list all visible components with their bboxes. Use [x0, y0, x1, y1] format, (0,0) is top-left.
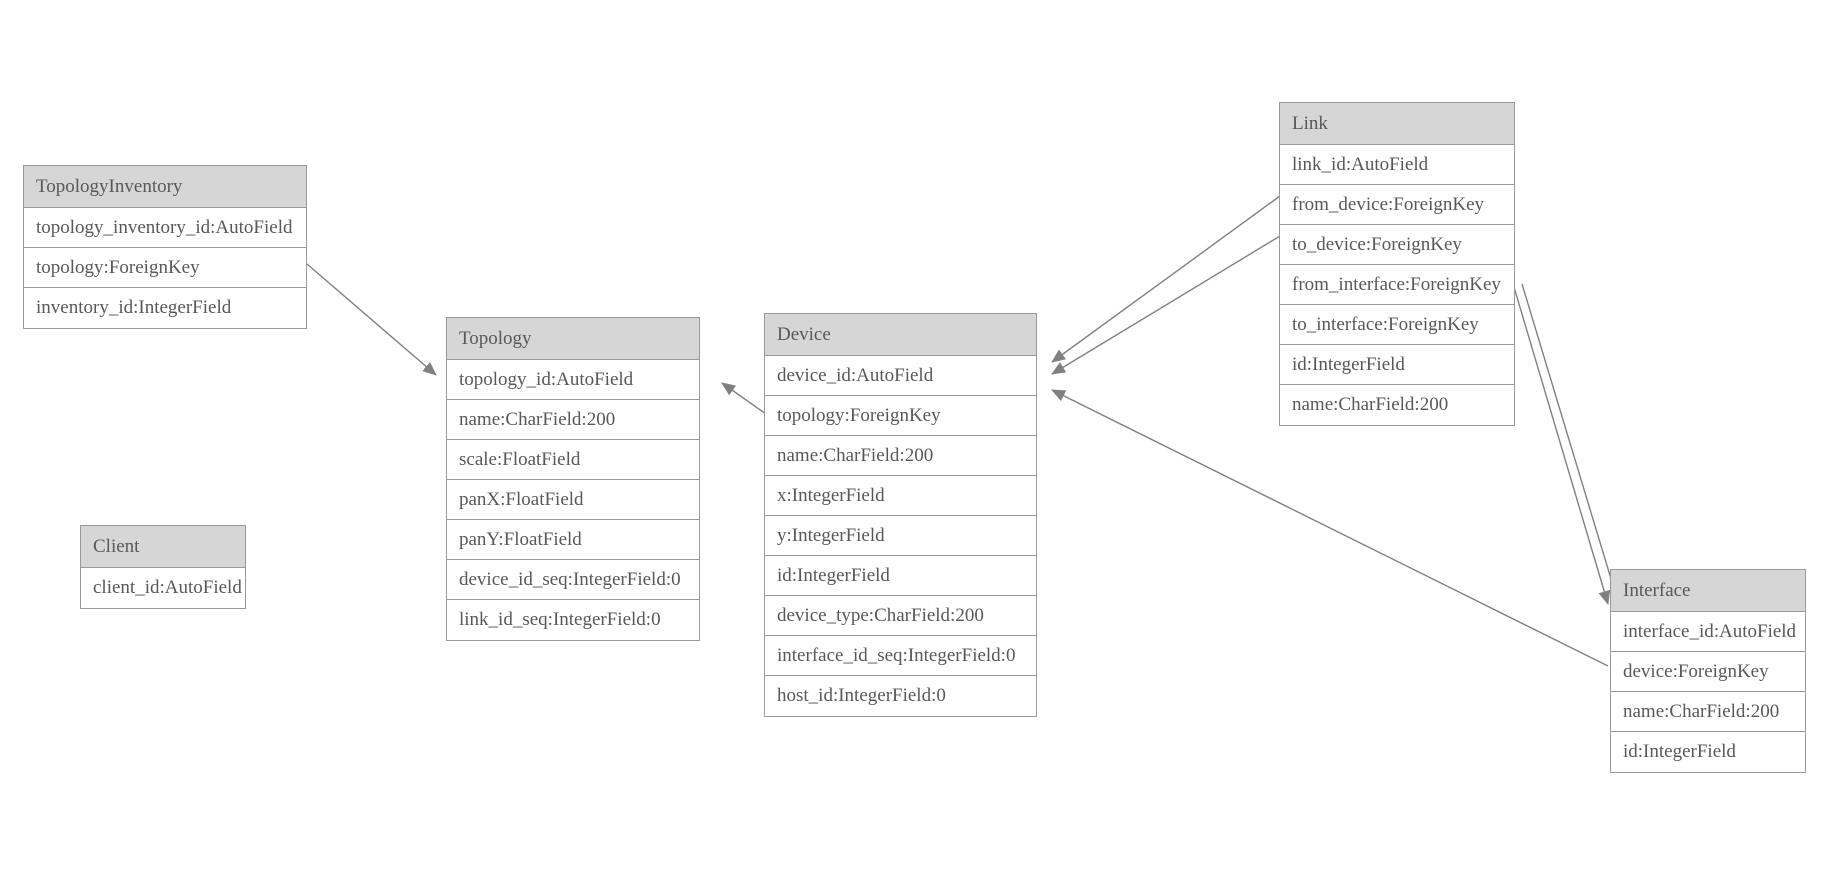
entity-title-topology_inventory: TopologyInventory — [24, 166, 306, 208]
entity-field-row: interface_id_seq:IntegerField:0 — [765, 636, 1036, 676]
entity-field-row: client_id:AutoField — [81, 568, 245, 608]
entity-field-row: topology_id:AutoField — [447, 360, 699, 400]
edge-link-to-device — [1051, 235, 1281, 375]
edge-link-from-device — [1051, 195, 1281, 363]
entity-field-row: device:ForeignKey — [1611, 652, 1805, 692]
entity-field-row: device_id:AutoField — [765, 356, 1036, 396]
entity-field-row: device_type:CharField:200 — [765, 596, 1036, 636]
edge-interface-device — [1051, 389, 1609, 667]
entity-field-row: id:IntegerField — [1280, 345, 1514, 385]
entity-field-row: to_interface:ForeignKey — [1280, 305, 1514, 345]
entity-field-row: topology:ForeignKey — [24, 248, 306, 288]
entity-field-row: scale:FloatField — [447, 440, 699, 480]
entity-field-row: link_id:AutoField — [1280, 145, 1514, 185]
edge-link-from-interface — [1510, 276, 1611, 605]
entity-field-row: id:IntegerField — [1611, 732, 1805, 772]
entity-field-row: from_device:ForeignKey — [1280, 185, 1514, 225]
entity-field-row: topology_inventory_id:AutoField — [24, 208, 306, 248]
edge-link-to-interface — [1521, 283, 1620, 603]
entity-field-row: inventory_id:IntegerField — [24, 288, 306, 328]
entity-field-row: host_id:IntegerField:0 — [765, 676, 1036, 716]
entity-field-row: panX:FloatField — [447, 480, 699, 520]
entity-title-interface: Interface — [1611, 570, 1805, 612]
entity-field-row: topology:ForeignKey — [765, 396, 1036, 436]
entity-field-row: to_device:ForeignKey — [1280, 225, 1514, 265]
entity-field-row: interface_id:AutoField — [1611, 612, 1805, 652]
entity-title-link: Link — [1280, 103, 1514, 145]
entity-field-row: id:IntegerField — [765, 556, 1036, 596]
entity-field-row: link_id_seq:IntegerField:0 — [447, 600, 699, 640]
entity-field-row: x:IntegerField — [765, 476, 1036, 516]
entity-field-row: name:CharField:200 — [765, 436, 1036, 476]
entity-field-row: device_id_seq:IntegerField:0 — [447, 560, 699, 600]
entity-title-client: Client — [81, 526, 245, 568]
entity-field-row: y:IntegerField — [765, 516, 1036, 556]
entity-field-row: name:CharField:200 — [1611, 692, 1805, 732]
entity-field-row: name:CharField:200 — [1280, 385, 1514, 425]
entity-field-row: from_interface:ForeignKey — [1280, 265, 1514, 305]
entity-field-row: name:CharField:200 — [447, 400, 699, 440]
entity-field-row: panY:FloatField — [447, 520, 699, 560]
edge-topologyinventory-topology — [306, 263, 437, 376]
entity-title-topology: Topology — [447, 318, 699, 360]
entity-title-device: Device — [765, 314, 1036, 356]
edge-device-topology — [721, 382, 767, 415]
